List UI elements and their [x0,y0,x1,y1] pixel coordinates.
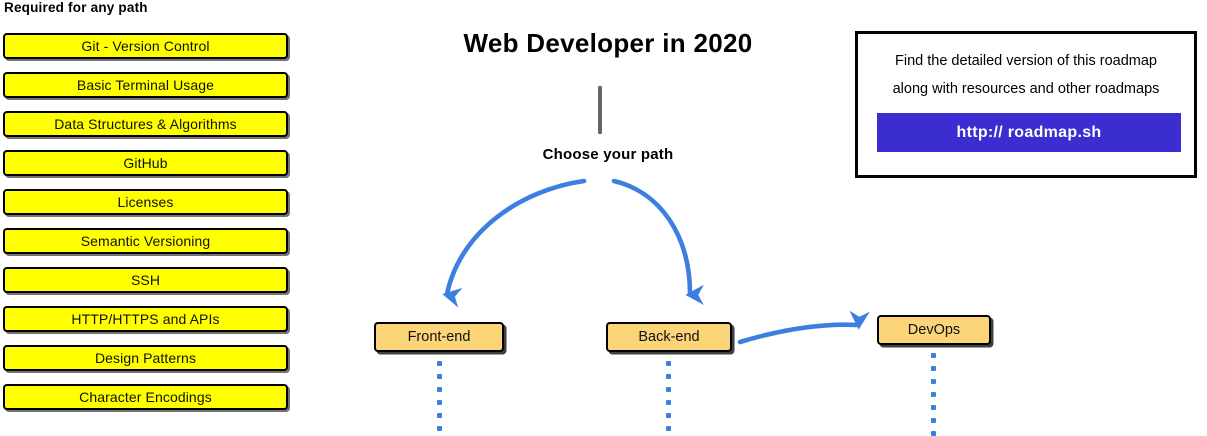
dot [437,374,442,379]
page-title: Web Developer in 2020 [408,28,808,59]
dot [931,392,936,397]
required-item-ssh[interactable]: SSH [3,267,288,293]
required-item-data-structures-algorithms[interactable]: Data Structures & Algorithms [3,111,288,137]
info-card-line-1: Find the detailed version of this roadma… [895,53,1157,69]
roadmap-url-button[interactable]: http:// roadmap.sh [877,113,1181,152]
required-item-label: Character Encodings [79,389,212,405]
path-box-label: Back-end [638,329,700,345]
required-item-http-https-and-apis[interactable]: HTTP/HTTPS and APIs [3,306,288,332]
path-box-label: Front-end [407,329,471,345]
page-title-text: Web Developer in 2020 [463,28,753,58]
path-box-devops[interactable]: DevOps [877,315,991,345]
dotted-continuation-devops [931,353,936,436]
required-item-label: Licenses [117,194,174,210]
roadmap-url-label: http:// roadmap.sh [956,123,1102,141]
dot [666,426,671,431]
required-item-label: SSH [130,272,161,288]
required-for-any-path-section: Required for any path Git - Version Cont… [0,0,300,436]
required-item-label: Git - Version Control [81,38,210,54]
arrow-to-frontend [442,178,587,308]
required-item-character-encodings[interactable]: Character Encodings [3,384,288,410]
required-item-label: Basic Terminal Usage [76,77,215,93]
dot [931,366,936,371]
required-item-label: GitHub [123,155,168,171]
info-card-line-2: along with resources and other roadmaps [892,81,1160,97]
required-item-basic-terminal-usage[interactable]: Basic Terminal Usage [3,72,288,98]
required-item-semantic-versioning[interactable]: Semantic Versioning [3,228,288,254]
path-box-label: DevOps [907,322,961,338]
title-stem-line [598,86,602,134]
dot [437,400,442,405]
dot [931,418,936,423]
dot [931,353,936,358]
dot [666,387,671,392]
dotted-continuation-back-end [666,361,671,436]
required-section-heading: Required for any path [4,0,148,15]
path-box-back-end[interactable]: Back-end [606,322,732,352]
dot [437,361,442,366]
required-item-label: HTTP/HTTPS and APIs [71,311,220,327]
dot [931,405,936,410]
dot [666,374,671,379]
dot [666,413,671,418]
choose-your-path-text: Choose your path [542,146,674,163]
dot [666,361,671,366]
dot [931,379,936,384]
roadmap-info-card: Find the detailed version of this roadma… [855,31,1197,178]
required-item-git-version-control[interactable]: Git - Version Control [3,33,288,59]
required-item-label: Semantic Versioning [80,233,211,249]
dot [931,431,936,436]
required-item-label: Data Structures & Algorithms [54,116,237,132]
arrow-to-backend [611,178,704,306]
dot [666,400,671,405]
dot [437,387,442,392]
dot [437,413,442,418]
choose-your-path-label: Choose your path [408,146,808,163]
arrow-backend-to-devops [737,310,870,345]
dot [437,426,442,431]
required-item-label: Design Patterns [94,350,197,366]
required-item-licenses[interactable]: Licenses [3,189,288,215]
dotted-continuation-front-end [437,361,442,436]
required-item-design-patterns[interactable]: Design Patterns [3,345,288,371]
required-item-github[interactable]: GitHub [3,150,288,176]
path-box-front-end[interactable]: Front-end [374,322,504,352]
